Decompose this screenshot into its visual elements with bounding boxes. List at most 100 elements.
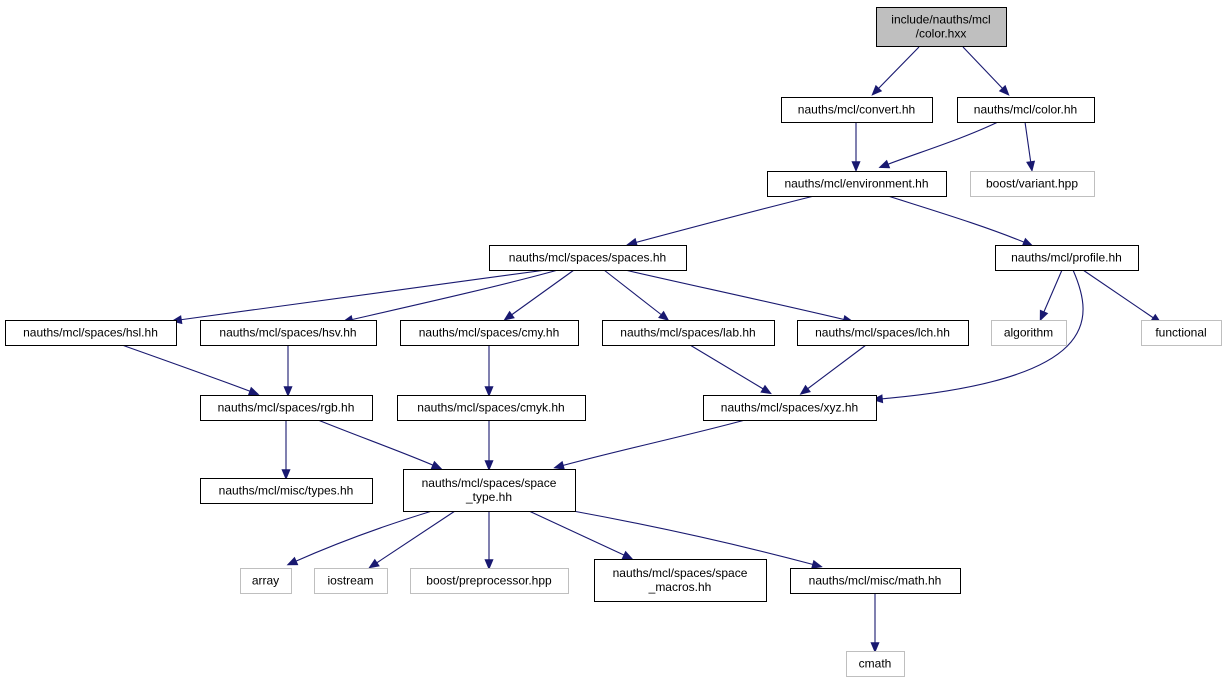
node-box bbox=[767, 171, 947, 197]
node-label: nauths/mcl/misc/types.hh bbox=[219, 484, 354, 498]
edge-line bbox=[528, 510, 627, 557]
node-cmath: cmath bbox=[846, 651, 905, 677]
edge-arrowhead bbox=[878, 159, 891, 169]
edge-arrowhead bbox=[621, 550, 634, 560]
edge-environment-to-spaces bbox=[626, 195, 815, 247]
edge-arrowhead bbox=[658, 310, 670, 321]
edge-space_type-to-array bbox=[286, 510, 433, 566]
node-box bbox=[781, 97, 933, 123]
node-spaces[interactable]: nauths/mcl/spaces/spaces.hh bbox=[489, 245, 687, 271]
edge-arrowhead bbox=[553, 460, 565, 470]
node-label: nauths/mcl/profile.hh bbox=[1011, 251, 1122, 265]
node-types[interactable]: nauths/mcl/misc/types.hh bbox=[200, 478, 373, 504]
node-label: nauths/mcl/spaces/xyz.hh bbox=[721, 401, 858, 415]
node-box bbox=[703, 395, 877, 421]
node-label: cmath bbox=[859, 657, 892, 671]
edge-line bbox=[1082, 269, 1156, 320]
edge-line bbox=[805, 344, 867, 391]
edge-arrowhead bbox=[283, 386, 293, 398]
edge-arrowhead bbox=[1021, 237, 1034, 247]
edge-spaces-to-lab bbox=[603, 269, 670, 321]
edge-line bbox=[887, 195, 1027, 244]
node-profile[interactable]: nauths/mcl/profile.hh bbox=[995, 245, 1139, 271]
node-color[interactable]: nauths/mcl/color.hh bbox=[957, 97, 1095, 123]
edge-hsl-to-rgb bbox=[121, 344, 260, 396]
edge-space_type-to-iostream bbox=[368, 510, 456, 569]
edge-convert-to-environment bbox=[851, 122, 861, 173]
edge-arrowhead bbox=[484, 460, 494, 472]
node-cmyk[interactable]: nauths/mcl/spaces/cmyk.hh bbox=[397, 395, 586, 421]
edge-line bbox=[1042, 269, 1063, 315]
edge-color-to-variant bbox=[1024, 121, 1036, 172]
edge-profile-to-algorithm bbox=[1039, 269, 1063, 322]
node-rgb[interactable]: nauths/mcl/spaces/rgb.hh bbox=[200, 395, 373, 421]
node-variant: boost/variant.hpp bbox=[970, 171, 1095, 197]
edge-arrowhead bbox=[626, 237, 638, 247]
node-label: nauths/mcl/misc/math.hh bbox=[809, 574, 942, 588]
node-box bbox=[1141, 320, 1222, 346]
node-iostream: iostream bbox=[314, 568, 388, 594]
edge-line bbox=[349, 269, 559, 321]
edge-line bbox=[317, 419, 436, 467]
node-box bbox=[602, 320, 775, 346]
node-label: nauths/mcl/spaces/space bbox=[422, 476, 557, 490]
node-space-type[interactable]: nauths/mcl/spaces/space_type.hh bbox=[403, 469, 576, 512]
node-label: nauths/mcl/spaces/cmy.hh bbox=[419, 326, 560, 340]
edge-root-to-color bbox=[962, 46, 1010, 96]
edge-line bbox=[689, 344, 766, 391]
edge-spaces-to-hsv bbox=[342, 269, 559, 324]
edge-profile-to-xyz bbox=[872, 269, 1084, 404]
edge-line bbox=[633, 195, 815, 244]
node-hsl[interactable]: nauths/mcl/spaces/hsl.hh bbox=[5, 320, 177, 346]
node-math[interactable]: nauths/mcl/misc/math.hh bbox=[790, 568, 961, 594]
node-box bbox=[489, 245, 687, 271]
node-box bbox=[400, 320, 579, 346]
node-box bbox=[200, 320, 377, 346]
node-environment[interactable]: nauths/mcl/environment.hh bbox=[767, 171, 947, 197]
edge-line bbox=[603, 269, 664, 317]
edge-line bbox=[293, 510, 433, 563]
node-box bbox=[970, 171, 1095, 197]
file-nodes: include/nauths/mcl/color.hxx nauths/mcl/c… bbox=[5, 7, 1222, 677]
node-space-macros[interactable]: nauths/mcl/spaces/space_macros.hh bbox=[594, 559, 767, 602]
node-root[interactable]: include/nauths/mcl/color.hxx bbox=[876, 7, 1007, 47]
dependency-edges bbox=[121, 46, 1162, 654]
node-label: /color.hxx bbox=[916, 27, 967, 41]
edge-line bbox=[572, 510, 816, 566]
node-xyz[interactable]: nauths/mcl/spaces/xyz.hh bbox=[703, 395, 877, 421]
node-lab[interactable]: nauths/mcl/spaces/lab.hh bbox=[602, 320, 775, 346]
edge-line bbox=[879, 269, 1084, 400]
node-box bbox=[5, 320, 177, 346]
edge-arrowhead bbox=[484, 559, 494, 571]
edge-line bbox=[509, 269, 575, 317]
node-box bbox=[995, 245, 1139, 271]
node-box bbox=[410, 568, 569, 594]
node-convert[interactable]: nauths/mcl/convert.hh bbox=[781, 97, 933, 123]
node-label: nauths/mcl/spaces/lch.hh bbox=[815, 326, 950, 340]
node-label: array bbox=[252, 574, 279, 588]
node-cmy[interactable]: nauths/mcl/spaces/cmy.hh bbox=[400, 320, 579, 346]
edge-spaces-to-cmy bbox=[503, 269, 575, 321]
node-label: nauths/mcl/spaces/space bbox=[613, 566, 748, 580]
edge-arrowhead bbox=[281, 469, 291, 481]
node-label: iostream bbox=[327, 574, 373, 588]
edge-line bbox=[1024, 121, 1032, 165]
node-box bbox=[846, 651, 905, 677]
edge-lab-to-xyz bbox=[689, 344, 772, 395]
node-label: nauths/mcl/spaces/rgb.hh bbox=[218, 401, 355, 415]
node-label: _type.hh bbox=[465, 490, 512, 504]
node-box bbox=[991, 320, 1067, 346]
edge-root-to-convert bbox=[871, 46, 920, 96]
edge-arrowhead bbox=[872, 394, 884, 404]
edge-arrowhead bbox=[1039, 309, 1049, 322]
node-box bbox=[594, 559, 767, 602]
edge-math-to-cmath bbox=[870, 593, 880, 654]
node-lch[interactable]: nauths/mcl/spaces/lch.hh bbox=[797, 320, 969, 346]
node-hsv[interactable]: nauths/mcl/spaces/hsv.hh bbox=[200, 320, 377, 346]
edge-arrowhead bbox=[871, 84, 883, 96]
node-algorithm: algorithm bbox=[991, 320, 1067, 346]
node-label: nauths/mcl/convert.hh bbox=[798, 103, 915, 117]
node-box bbox=[957, 97, 1095, 123]
edge-cmy-to-cmyk bbox=[484, 345, 494, 398]
